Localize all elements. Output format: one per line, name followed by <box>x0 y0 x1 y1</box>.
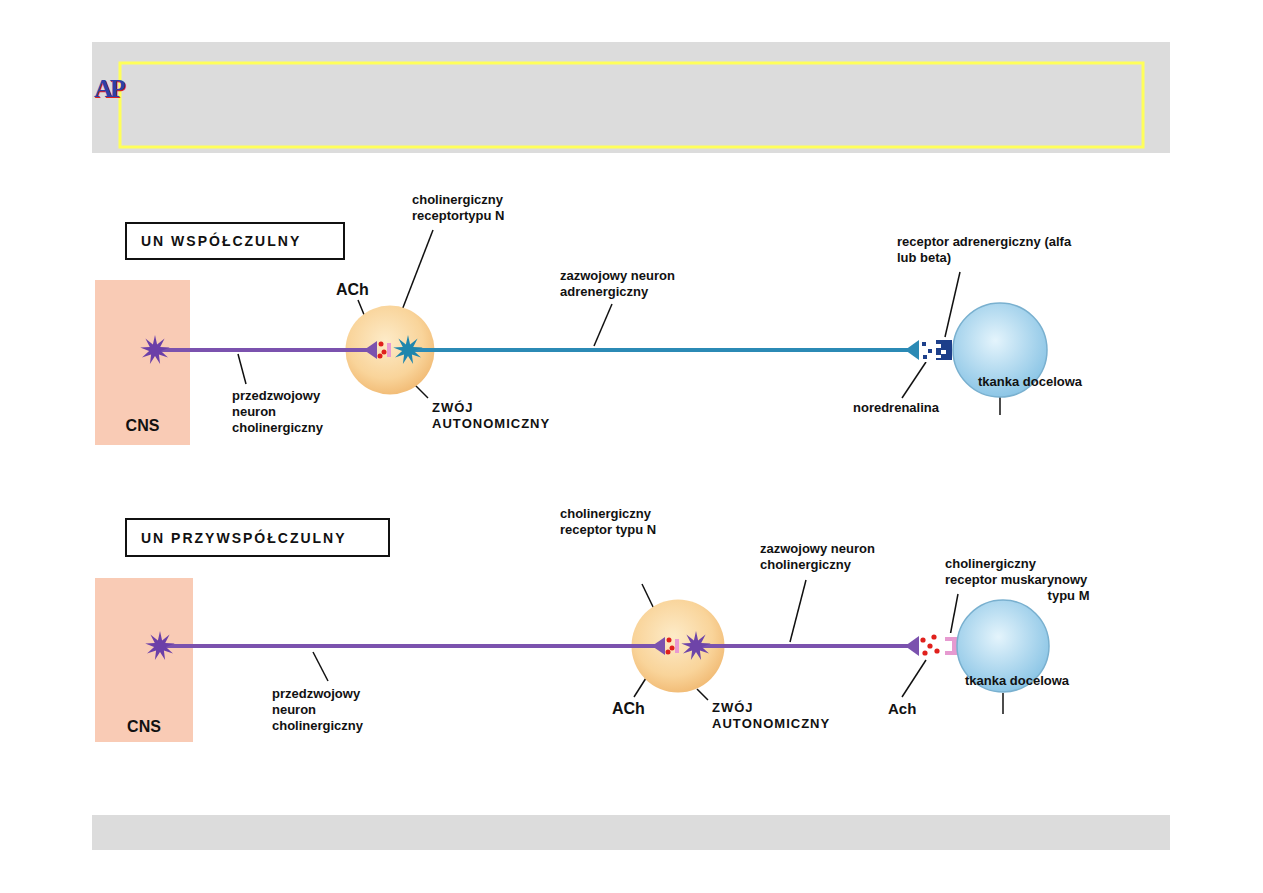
leader-line <box>790 580 806 642</box>
annotation-label: cholinergiczny receptortypu N <box>412 192 527 224</box>
label-holder: przedzwojowy neuron cholinergiczny <box>232 388 332 436</box>
neuron-axon <box>190 348 345 352</box>
neuron-axon <box>193 644 631 648</box>
ach-molecule <box>667 638 672 643</box>
annotation-label: noredrenalina <box>853 400 939 416</box>
annotation-label: zazwojowy neuron adrenergiczny <box>560 268 690 300</box>
receptor-pattern <box>936 355 941 358</box>
neuron-soma <box>393 335 423 364</box>
leader-line <box>999 397 1001 415</box>
leader-line <box>697 689 708 700</box>
label-holder: AP <box>94 74 123 104</box>
label-holder: zazwojowy neuron adrenergiczny <box>560 268 690 300</box>
label-holder: przedzwojowy neuron cholinergiczny <box>272 686 372 734</box>
label-holder: cholinergiczny receptor muskarynowy typu… <box>945 556 1090 604</box>
leader-lines <box>238 230 1003 714</box>
node-text: UN WSPÓŁCZULNY <box>141 233 301 249</box>
leader-line <box>902 660 926 697</box>
annotation-label: przedzwojowy neuron cholinergiczny <box>272 686 372 734</box>
leader-line <box>594 304 612 346</box>
leader-line <box>945 272 960 337</box>
target-tissue: tkanka docelowa <box>956 599 1050 693</box>
cns-box: CNS <box>95 280 190 445</box>
adrenergic-receptor <box>936 340 952 360</box>
ganglion-circle <box>346 306 435 395</box>
title-frame <box>120 63 1143 147</box>
node-text: tkanka docelowa <box>965 673 1069 689</box>
node-text: CNS <box>95 718 193 736</box>
label-holder: Ach <box>888 700 916 717</box>
ach-molecule <box>382 350 387 355</box>
ach-molecule <box>922 650 927 655</box>
label-holder: receptor adrenergiczny (alfa lub beta) <box>897 234 1082 266</box>
neuron-soma <box>145 631 175 660</box>
node-text: ZWÓJ AUTONOMICZNY <box>712 700 842 732</box>
annotation-label: Ach <box>888 700 916 717</box>
ach-molecule <box>927 643 932 648</box>
logo-mark: AP <box>94 74 123 104</box>
annotation-label: receptor adrenergiczny (alfa lub beta) <box>897 234 1082 266</box>
axon-terminal <box>364 341 377 359</box>
neuron-soma <box>140 335 170 364</box>
synaptic-gap <box>919 338 953 362</box>
receptor-pattern <box>936 344 941 348</box>
node-text: UN PRZYWSPÓŁCZULNY <box>141 530 347 546</box>
noradrenaline-molecule <box>923 355 927 359</box>
node-text: tkanka docelowa <box>978 374 1082 390</box>
noradrenaline-molecule <box>922 342 926 346</box>
annotation-label: przedzwojowy neuron cholinergiczny <box>232 388 332 436</box>
leader-line <box>950 594 958 636</box>
ach-molecule <box>666 650 671 655</box>
muscarinic-receptor <box>945 637 957 655</box>
cns-neuron-body <box>95 578 193 742</box>
neuron-soma <box>681 631 711 660</box>
footer-band <box>92 815 1170 850</box>
neuron-axon <box>435 348 952 352</box>
annotation-label: cholinergiczny receptor muskarynowy typu… <box>945 556 1090 604</box>
cns-box: CNS <box>95 578 193 742</box>
ganglion-circle <box>632 600 725 693</box>
annotation-label: cholinergiczny receptor typu N <box>560 506 675 538</box>
noradrenaline-molecule <box>928 349 932 353</box>
leader-line <box>902 362 926 398</box>
axon-terminal <box>652 637 665 655</box>
label-holder: zazwojowy neuron cholinergiczny <box>760 541 885 573</box>
ach-molecule <box>670 646 675 651</box>
autonomic-ganglion: ZWÓJ AUTONOMICZNY <box>631 599 725 693</box>
label-holder: ACh <box>612 700 645 718</box>
leader-line <box>1002 693 1004 714</box>
target-tissue: tkanka docelowa <box>952 302 1048 398</box>
axon-terminal <box>905 340 919 360</box>
ganglion-shape <box>631 599 725 693</box>
annotation-label: ACh <box>336 281 369 299</box>
leader-line <box>238 354 246 384</box>
node-text: ZWÓJ AUTONOMICZNY <box>432 400 562 432</box>
section-title-box: UN WSPÓŁCZULNY <box>125 222 345 260</box>
label-holder: noredrenalina <box>853 400 939 416</box>
receptor-pattern <box>941 350 946 354</box>
ach-molecule <box>378 354 383 359</box>
synaptic-gap <box>919 633 957 659</box>
label-holder: cholinergiczny receptortypu N <box>412 192 527 224</box>
ach-molecule <box>379 342 384 347</box>
header-band <box>92 42 1170 153</box>
leader-line <box>313 652 328 681</box>
nicotinic-receptor <box>387 343 391 357</box>
annotation-label: zazwojowy neuron cholinergiczny <box>760 541 885 573</box>
ach-molecule <box>934 648 939 653</box>
label-holder: cholinergiczny receptor typu N <box>560 506 675 538</box>
autonomic-ganglion: ZWÓJ AUTONOMICZNY <box>345 305 435 395</box>
annotation-label: ACh <box>612 700 645 718</box>
axon-terminal <box>905 636 919 656</box>
ganglion-shape <box>345 305 435 395</box>
ach-molecule <box>931 634 936 639</box>
ach-molecule <box>920 637 925 642</box>
section-title-box: UN PRZYWSPÓŁCZULNY <box>125 518 390 557</box>
node-text: CNS <box>95 417 190 435</box>
label-holder: ACh <box>336 281 369 299</box>
nicotinic-receptor <box>675 639 679 653</box>
